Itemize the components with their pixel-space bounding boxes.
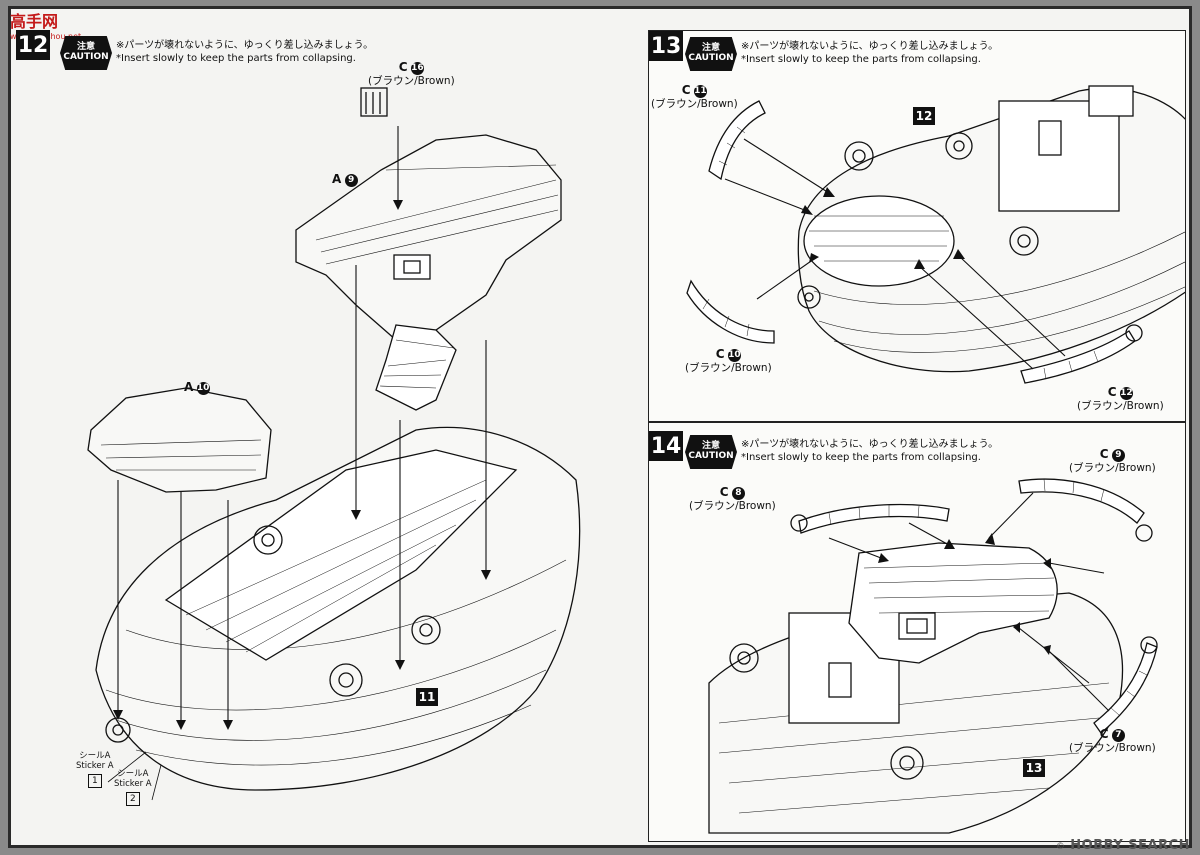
part-label-a9: A 9 — [332, 172, 358, 187]
caution-note: ※パーツが壊れないように、ゆっくり差し込みましょう。 *Insert slowl… — [741, 439, 999, 463]
part-label-c10: C 10 (ブラウン/Brown) — [685, 347, 772, 374]
part-label-c11: C 11 (ブラウン/Brown) — [651, 83, 738, 110]
caution-note: ※パーツが壊れないように、ゆっくり差し込みましょう。 *Insert slowl… — [741, 41, 999, 65]
part-label-c7: C 7 (ブラウン/Brown) — [1069, 727, 1156, 754]
ref-step-12: 12 — [913, 107, 935, 125]
step-number: 14 — [649, 431, 683, 461]
railing-part-c16 — [360, 87, 388, 117]
part-label-c9: C 9 (ブラウン/Brown) — [1069, 447, 1156, 474]
ref-step-11: 11 — [416, 688, 438, 706]
step-14-illustration — [708, 478, 1158, 834]
caution-note: ※パーツが壊れないように、ゆっくり差し込みましょう。 *Insert slowl… — [116, 40, 374, 64]
sticker-label-2: シールA Sticker A 2 — [114, 769, 152, 806]
ref-step-13: 13 — [1023, 759, 1045, 777]
part-label-c8: C 8 (ブラウン/Brown) — [689, 485, 776, 512]
sticker-label-1: シールA Sticker A 1 — [76, 751, 114, 788]
hobby-search-watermark: © HOBBY SEARCH — [1055, 838, 1190, 853]
step-12-illustration — [87, 87, 581, 801]
part-label-c16: C 16 (ブラウン/Brown) — [368, 60, 455, 87]
part-label-a10: A 10 — [184, 380, 210, 395]
step-number: 12 — [16, 30, 50, 60]
step-number: 13 — [649, 31, 683, 61]
step-13-illustration — [686, 85, 1185, 384]
part-label-c12: C 12 (ブラウン/Brown) — [1077, 385, 1164, 412]
